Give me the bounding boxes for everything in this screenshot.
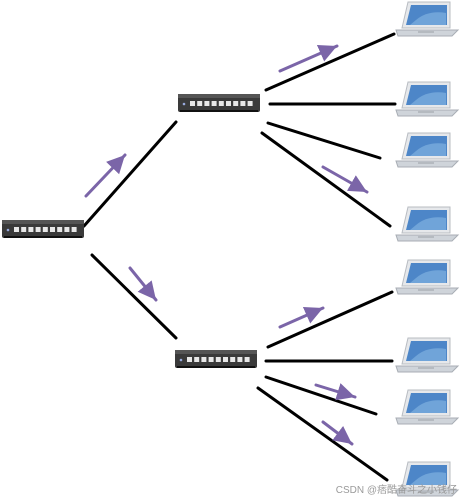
laptop-7 [395,389,460,425]
link-core-to-top-switch [82,120,178,228]
laptop-4 [395,206,460,242]
link-bottom-switch-laptop-8 [256,386,389,482]
laptop-2 [395,81,460,117]
flow-arrows [84,44,369,446]
laptop-icon [395,81,460,117]
link-core-to-bottom-switch [90,253,178,340]
links [82,32,397,482]
laptop-1 [395,1,460,37]
laptop-icon [395,206,460,242]
flow-arrow-icon [128,266,158,302]
link-top-switch-laptop-3 [266,121,382,160]
watermark: CSDN @痞酷奋斗之小钱仔 [335,485,457,496]
network-switch-icon [175,350,257,368]
laptop-icon [395,337,460,373]
flow-arrow-icon [84,153,127,198]
laptop-3 [395,132,460,168]
laptop-icon [395,259,460,295]
switch-core [2,220,84,238]
link-bottom-switch-laptop-7 [264,375,378,416]
link-top-switch-laptop-4 [260,131,392,228]
laptop-icon [395,389,460,425]
flow-arrow-icon [278,44,339,73]
flow-arrow-icon [314,383,357,401]
network-switch-icon [178,94,260,112]
link-bottom-switch-laptop-5 [266,290,394,349]
network-switch-icon [2,220,84,238]
laptop-6 [395,337,460,373]
link-top-switch-laptop-1 [264,32,396,92]
laptop-icon [395,1,460,37]
flow-arrow-icon [278,306,325,329]
switch-bottom [175,350,257,368]
laptop-icon [395,132,460,168]
switch-top [178,94,260,112]
flow-arrow-icon [321,420,354,446]
laptop-8 [395,461,460,497]
flow-arrow-icon [321,165,369,194]
laptop-icon [395,461,460,497]
laptop-5 [395,259,460,295]
